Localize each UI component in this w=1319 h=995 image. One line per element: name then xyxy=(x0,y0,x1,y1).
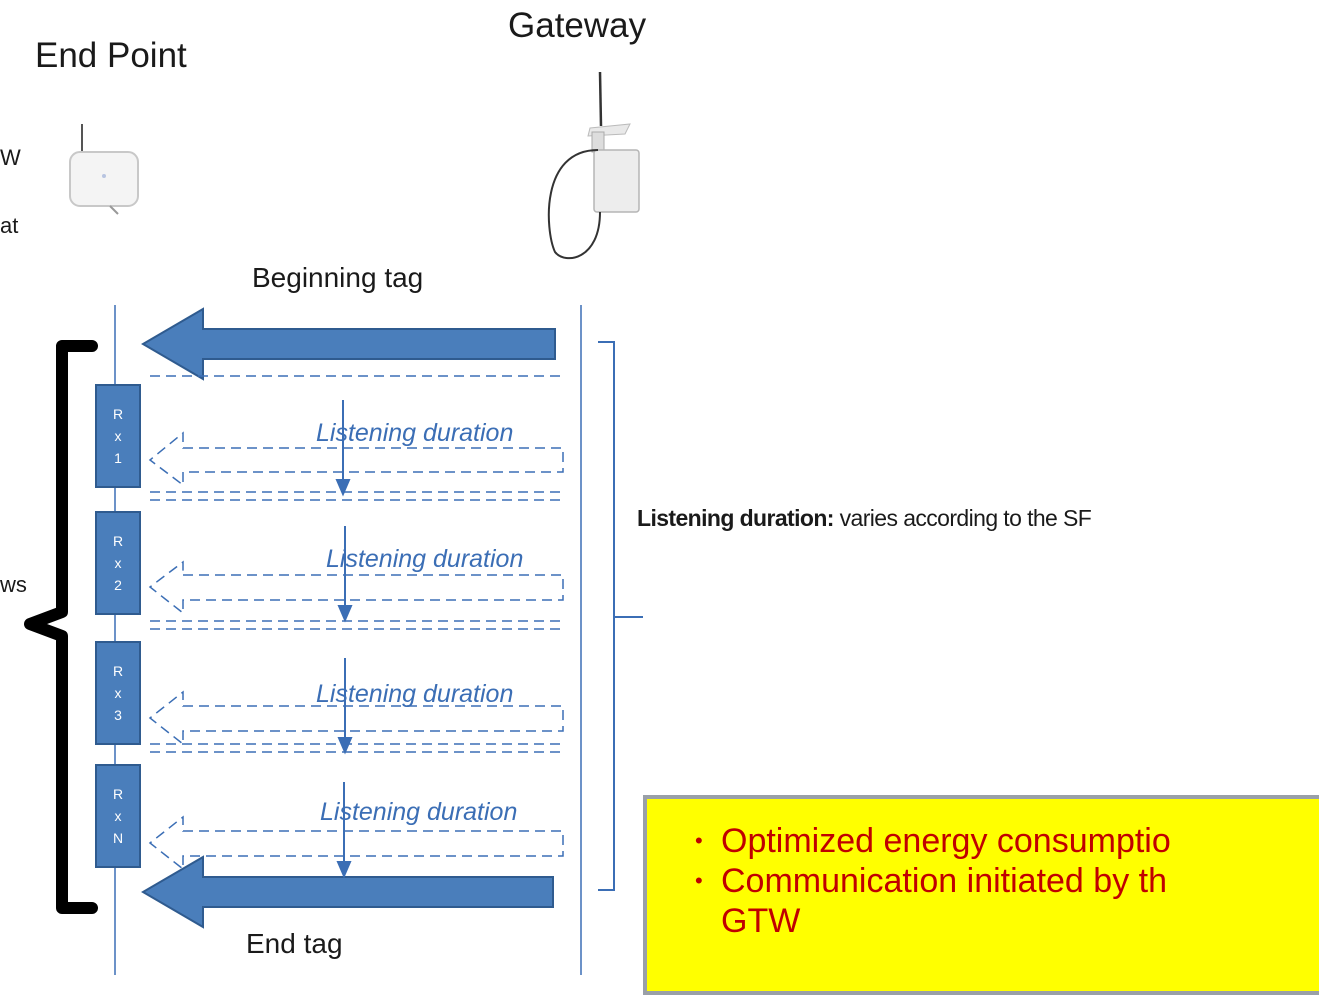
endpoint-device-icon xyxy=(69,124,139,215)
beginning-tag-label: Beginning tag xyxy=(252,262,424,293)
clipped-text-1: W xyxy=(0,145,21,170)
summary-box: • Optimized energy consumptio • Communic… xyxy=(643,795,1319,995)
summary-continuation: GTW xyxy=(721,902,801,940)
summary-bullet-1: • Optimized energy consumptio xyxy=(695,822,1171,860)
clipped-text-3: ws xyxy=(0,572,27,597)
gateway-title: Gateway xyxy=(508,6,647,45)
listening-duration-note: Listening duration: varies according to … xyxy=(637,505,1092,532)
endpoint-title: End Point xyxy=(35,36,187,75)
listening-duration-label-3: Listening duration xyxy=(316,680,513,708)
listening-duration-label-n: Listening duration xyxy=(320,798,517,826)
gateway-device-icon xyxy=(547,71,640,260)
listening-duration-label-1: Listening duration xyxy=(316,419,513,447)
receive-windows-bracket xyxy=(24,340,98,914)
summary-bullet-2: • Communication initiated by th xyxy=(695,862,1168,900)
sequence-diagram: Listening duration Listening duration Li… xyxy=(24,71,643,975)
beginning-tag-arrow xyxy=(141,307,556,381)
bullet-icon: • xyxy=(695,828,703,853)
listening-duration-label-2: Listening duration xyxy=(326,545,523,573)
bullet-icon: • xyxy=(695,868,703,893)
note-bold: Listening duration: xyxy=(637,505,834,531)
end-tag-label: End tag xyxy=(246,928,343,959)
listening-bracket xyxy=(598,341,643,891)
clipped-text-2: at xyxy=(0,213,19,238)
end-tag-arrow xyxy=(141,855,554,929)
note-text: varies according to the SF xyxy=(833,505,1092,531)
